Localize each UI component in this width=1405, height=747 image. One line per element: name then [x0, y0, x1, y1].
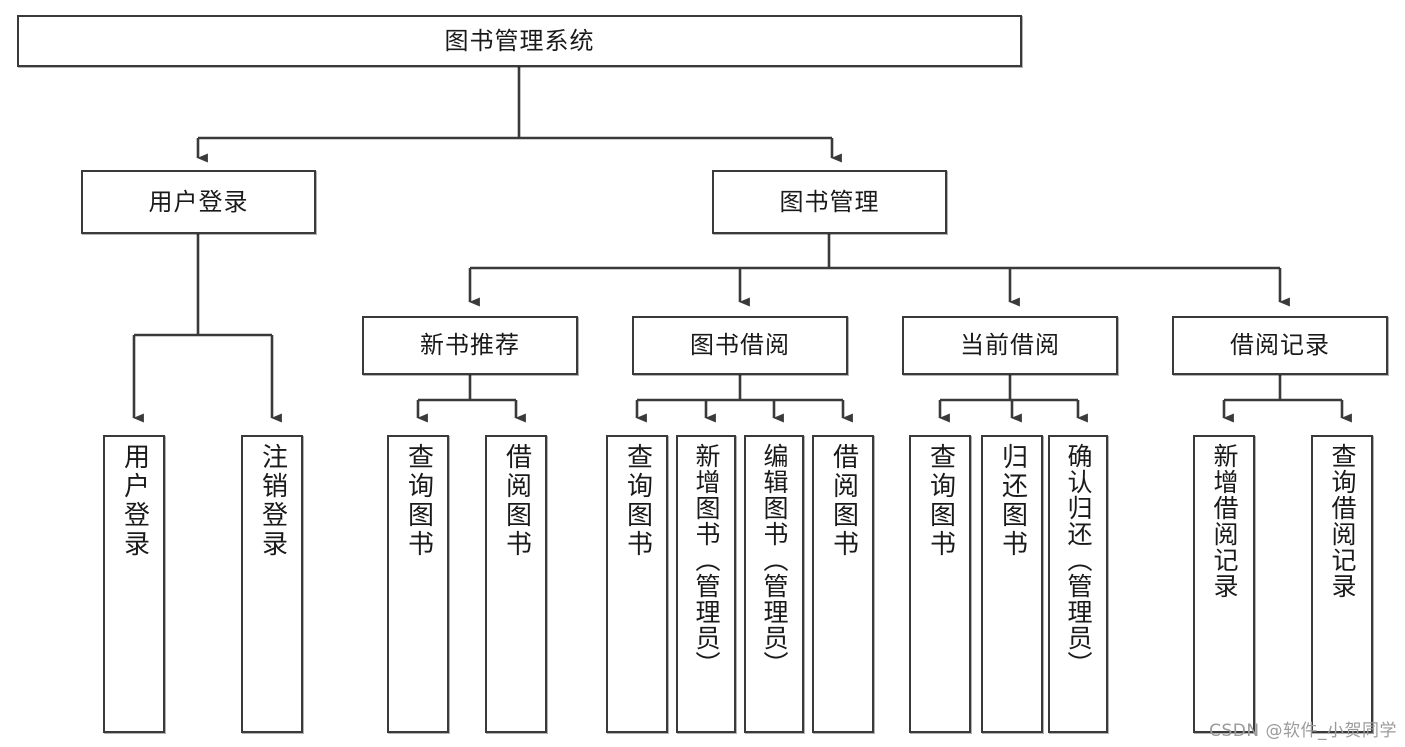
node-leaf-borrow-book-2-label: 借阅图书: [828, 443, 859, 559]
node-leaf-query-book-3-label: 查询图书: [925, 443, 956, 559]
node-leaf-user-login-label: 用户登录: [119, 443, 150, 559]
node-root-label: 图书管理系统: [444, 26, 595, 55]
node-leaf-edit-book[interactable]: 编辑图书（管理员）: [744, 435, 804, 733]
node-current-borrow-label: 当前借阅: [960, 331, 1060, 360]
node-leaf-query-book-1[interactable]: 查询图书: [387, 435, 449, 733]
node-new-book-rec[interactable]: 新书推荐: [362, 316, 578, 375]
node-new-book-rec-label: 新书推荐: [420, 331, 520, 360]
node-leaf-query-book-3[interactable]: 查询图书: [909, 435, 971, 733]
node-borrow-record[interactable]: 借阅记录: [1172, 316, 1388, 375]
node-leaf-confirm-return[interactable]: 确认归还（管理员）: [1048, 435, 1108, 733]
node-leaf-add-book[interactable]: 新增图书（管理员）: [676, 435, 736, 733]
node-book-manage[interactable]: 图书管理: [712, 170, 947, 234]
node-borrow-record-label: 借阅记录: [1230, 331, 1330, 360]
node-leaf-add-record[interactable]: 新增借阅记录: [1193, 435, 1255, 733]
node-leaf-borrow-book-1[interactable]: 借阅图书: [485, 435, 547, 733]
node-leaf-add-record-label: 新增借阅记录: [1210, 443, 1239, 599]
node-leaf-user-login[interactable]: 用户登录: [103, 435, 165, 733]
node-leaf-query-book-2-label: 查询图书: [622, 443, 653, 559]
node-leaf-query-book-2[interactable]: 查询图书: [606, 435, 668, 733]
node-book-borrow-label: 图书借阅: [690, 331, 790, 360]
node-leaf-borrow-book-2[interactable]: 借阅图书: [812, 435, 874, 733]
node-leaf-query-book-1-label: 查询图书: [403, 443, 434, 559]
node-leaf-confirm-return-label: 确认归还（管理员）: [1064, 443, 1093, 677]
node-book-manage-label: 图书管理: [779, 187, 880, 216]
node-leaf-borrow-book-1-label: 借阅图书: [501, 443, 532, 559]
node-leaf-return-book-label: 归还图书: [997, 443, 1028, 559]
node-leaf-logout[interactable]: 注销登录: [241, 435, 303, 733]
node-leaf-query-record[interactable]: 查询借阅记录: [1311, 435, 1373, 733]
node-root[interactable]: 图书管理系统: [17, 15, 1022, 67]
watermark-text: CSDN @软件_小贺同学: [1209, 721, 1397, 741]
node-leaf-edit-book-label: 编辑图书（管理员）: [760, 443, 789, 677]
node-leaf-return-book[interactable]: 归还图书: [981, 435, 1043, 733]
node-leaf-logout-label: 注销登录: [257, 443, 288, 559]
node-leaf-query-record-label: 查询借阅记录: [1328, 443, 1357, 599]
node-current-borrow[interactable]: 当前借阅: [902, 316, 1118, 375]
node-book-borrow[interactable]: 图书借阅: [632, 316, 848, 375]
node-user-login[interactable]: 用户登录: [81, 170, 316, 234]
node-user-login-label: 用户登录: [148, 187, 249, 216]
node-leaf-add-book-label: 新增图书（管理员）: [692, 443, 721, 677]
